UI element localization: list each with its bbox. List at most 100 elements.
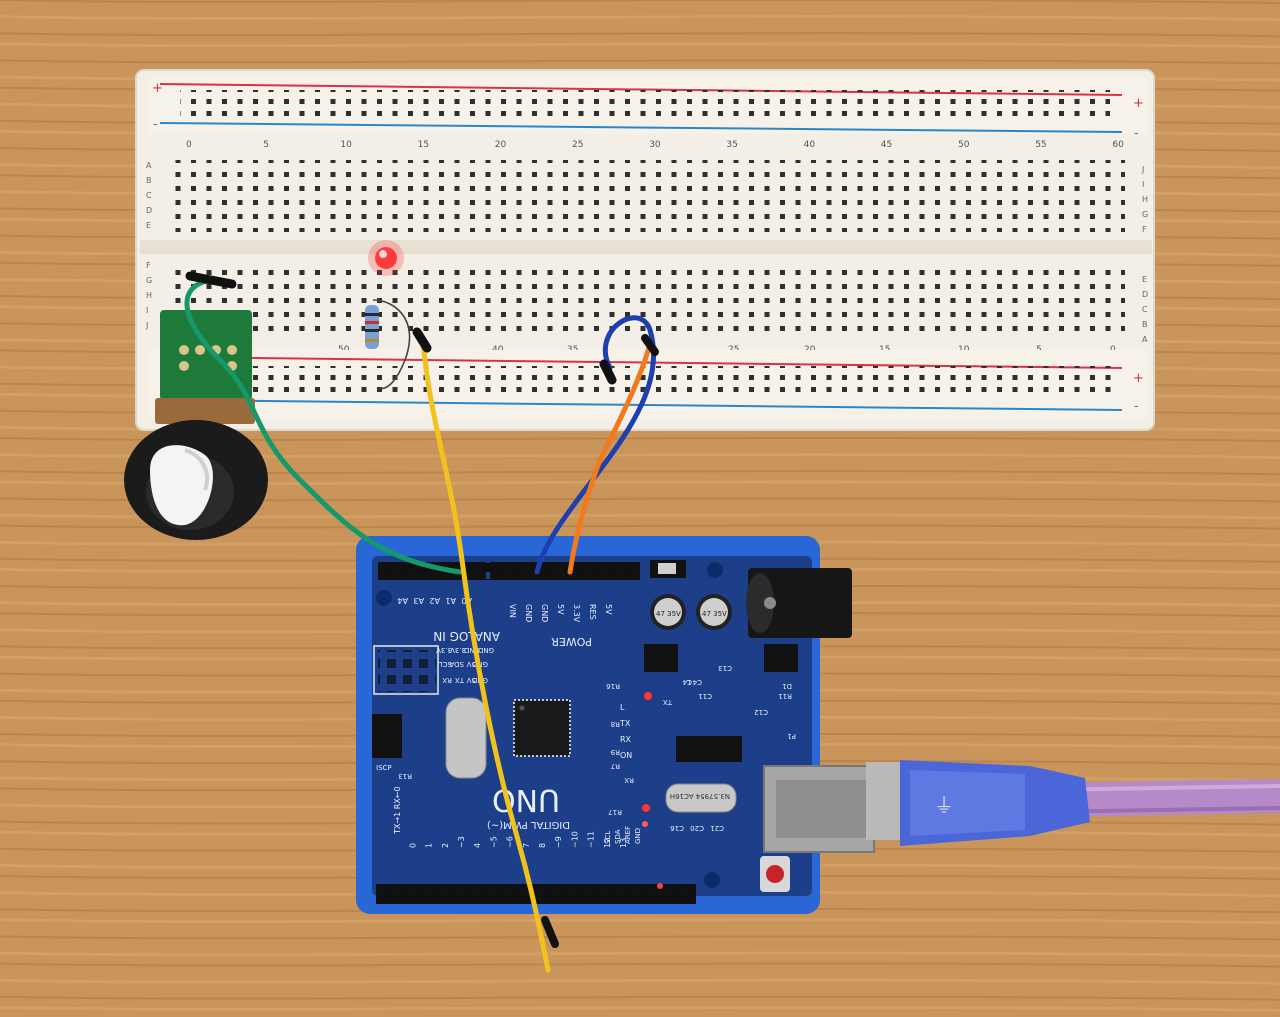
oscillator	[445, 697, 487, 779]
aref-label: GND	[634, 828, 642, 844]
component-label: C20	[690, 824, 704, 832]
row-letter: C	[146, 191, 152, 200]
row-letter: A	[1142, 335, 1148, 344]
tx-rx-label: TX→1 RX←0	[393, 786, 402, 835]
row-letter: A	[146, 161, 152, 170]
component-label: C12	[754, 708, 768, 716]
serial-label: 5V	[467, 676, 476, 684]
usb-plug: ⏚	[866, 760, 1090, 846]
top-column-number: 0	[186, 140, 192, 150]
row-letter: G	[146, 276, 152, 285]
component-label: C13	[718, 664, 732, 672]
rail-minus-label-bottom: -	[1134, 399, 1139, 414]
digital-pin-label: ~6	[506, 836, 515, 848]
row-letter: I	[1142, 180, 1144, 189]
top-column-number: 10	[340, 140, 352, 150]
rail-plus-label-bottom: +	[1133, 371, 1144, 386]
green-wire	[184, 277, 463, 575]
component-label: TX	[663, 698, 673, 706]
power-small-label: 3.3V	[450, 646, 466, 654]
capacitor-2: 47 35V	[696, 594, 732, 630]
top-column-number: 15	[418, 140, 429, 150]
digital-pin-label: ~11	[587, 831, 596, 848]
component-label: C16	[670, 824, 684, 832]
top-column-number: 35	[726, 140, 737, 150]
serial-label: TX	[455, 676, 465, 684]
top-column-number: 30	[649, 140, 661, 150]
dc-power-jack[interactable]	[746, 568, 852, 638]
row-letter: H	[1142, 195, 1148, 204]
power-pin-label: GND	[524, 604, 533, 622]
component-label: R17	[608, 808, 622, 816]
power-pin-label: GND	[540, 604, 549, 622]
row-letter: B	[1142, 320, 1148, 329]
voltage-regulator	[764, 644, 798, 672]
blue-wire	[534, 315, 657, 575]
analog-pin-label: A3	[413, 596, 424, 605]
top-column-number: 60	[1112, 140, 1124, 150]
row-letter: E	[1142, 275, 1147, 284]
digital-pin-label: 4	[473, 843, 482, 848]
usb-serial-chip	[676, 736, 742, 762]
top-column-number: 25	[572, 140, 583, 150]
row-letter: F	[1142, 225, 1147, 234]
red-led	[368, 240, 404, 276]
digital-pin-label: 7	[522, 843, 531, 848]
digital-pin-label: 1	[425, 843, 434, 848]
component-label: RX	[624, 776, 634, 784]
icsp-header	[372, 714, 402, 758]
top-column-number: 45	[881, 140, 892, 150]
component-label: C4 L	[686, 678, 702, 686]
row-letter: H	[146, 291, 152, 300]
i2c-label: SDA	[449, 660, 464, 668]
svg-text:47 35V: 47 35V	[656, 610, 681, 618]
yellow-wire	[420, 339, 551, 973]
component-label: R13	[398, 772, 412, 780]
crystal	[665, 783, 737, 813]
row-letter: J	[145, 321, 148, 330]
digital-pin-label: 13	[619, 838, 628, 848]
row-letter: C	[1142, 305, 1148, 314]
aref-label: SCL	[604, 831, 612, 844]
rail-minus-label-right: -	[1134, 126, 1139, 141]
top-column-number: 50	[958, 140, 970, 150]
led-label: TX	[619, 719, 631, 728]
component-label: C11	[698, 692, 712, 700]
power-small-label: GND	[478, 646, 494, 654]
top-column-number: 40	[804, 140, 816, 150]
power-small-label: 3.3V	[436, 646, 452, 654]
row-letter: I	[146, 306, 148, 315]
rail-minus-label: -	[153, 117, 158, 132]
power-pin-label: RES	[588, 604, 597, 620]
row-letter: J	[1141, 165, 1144, 174]
component-label: R11	[778, 692, 792, 700]
power-pin-label: 5V	[556, 604, 565, 615]
top-power-rail: + - + -	[148, 78, 1148, 141]
power-pin-label: 3.3V	[572, 604, 581, 623]
power-small-label: GND	[464, 646, 480, 654]
power-section-label: POWER	[551, 635, 592, 648]
led-label: RX	[620, 735, 632, 744]
crystal-label: N3.57954 AC16H	[670, 792, 730, 800]
row-letter: F	[146, 261, 151, 270]
usb-symbol-icon: ⏚	[934, 793, 954, 817]
component-label: R16	[606, 682, 620, 690]
digital-pin-label: 8	[538, 843, 547, 848]
component-label: C4	[682, 678, 692, 686]
power-pin-label: 5V	[604, 604, 613, 615]
row-letter: E	[146, 221, 151, 230]
component-label: P1	[787, 732, 796, 740]
digital-pin-label: 2	[441, 843, 450, 848]
led-label: ON	[620, 751, 632, 760]
component-label: R7	[611, 762, 620, 770]
power-pin-label: VIN	[508, 604, 517, 618]
analog-section-label: ANALOG IN	[433, 629, 500, 643]
component-label: D1	[782, 682, 792, 690]
digital-pin-label: ~9	[554, 836, 563, 848]
top-column-number: 5	[263, 140, 269, 150]
led-label: L	[620, 703, 625, 712]
usb-b-socket[interactable]	[763, 765, 875, 853]
